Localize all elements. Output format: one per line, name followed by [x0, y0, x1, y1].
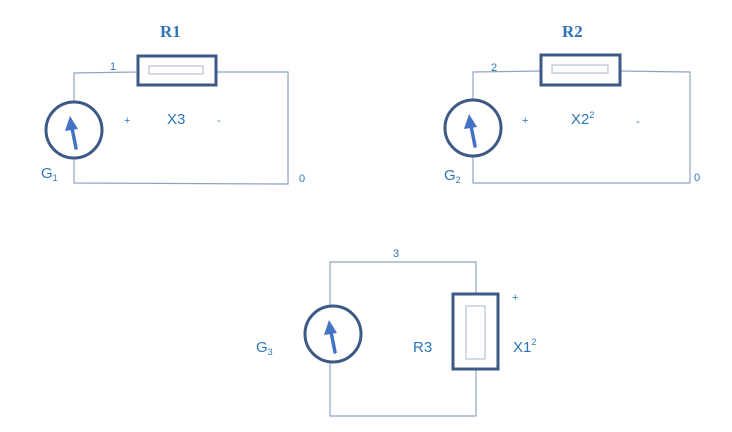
plus-sign: +	[512, 292, 518, 304]
variable-x2-squared: X22	[571, 110, 594, 128]
node-label-2: 2	[491, 62, 497, 74]
minus-sign: -	[217, 115, 221, 127]
source-label-g3: G3	[256, 339, 273, 357]
circuit-1: R1 1 0 + X3 - G1	[41, 22, 305, 185]
source-g3-arrowhead-icon	[324, 320, 337, 335]
resistor-r3-inner	[465, 305, 486, 360]
variable-x3: X3	[167, 111, 185, 128]
node-label-1: 1	[110, 61, 116, 73]
source-label-g2: G2	[444, 167, 461, 185]
ground-label-0: 0	[694, 172, 700, 184]
circuit-2: R2 2 0 + X22 - G2	[443, 22, 700, 185]
plus-sign: +	[522, 115, 528, 127]
source-g2-arrow-icon	[469, 124, 477, 148]
circuit-1-wire	[73, 71, 289, 185]
source-g2-arrowhead-icon	[464, 114, 477, 129]
minus-sign: -	[636, 116, 640, 128]
source-label-g1: G1	[41, 165, 58, 183]
plus-sign: +	[124, 115, 130, 127]
label-r2: R2	[562, 22, 583, 41]
resistor-r2-inner	[551, 64, 609, 74]
variable-x1-squared: X12	[513, 337, 536, 356]
ground-label-0: 0	[299, 173, 305, 185]
node-label-3: 3	[393, 248, 399, 260]
label-r1: R1	[160, 22, 181, 41]
source-g1-arrowhead-icon	[65, 116, 78, 131]
source-g3-arrow-icon	[329, 330, 337, 354]
resistor-r1-inner	[148, 65, 204, 75]
circuit-3-wire	[329, 261, 477, 417]
label-r3: R3	[413, 339, 432, 356]
circuit-3: 3 + R3 X12 G3	[256, 248, 536, 417]
source-g1-arrow-icon	[70, 126, 78, 150]
circuit-2-wire	[472, 70, 691, 184]
